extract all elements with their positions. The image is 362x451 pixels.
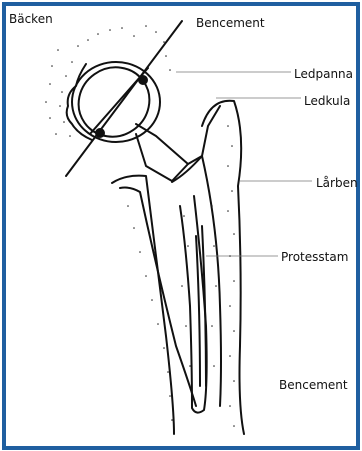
label-protesstam: Protesstam [281,250,348,264]
label-bencement-bottom: Bencement [279,378,348,392]
label-larben: Lårben [316,176,358,190]
femur-canal-left [120,188,196,407]
femur-outline-left [112,176,174,434]
prosthesis-stem-inner [202,226,206,386]
label-ledpanna: Ledpanna [294,67,353,81]
label-ledkula: Ledkula [304,94,350,108]
head-marker-2 [96,129,104,137]
head-marker-1 [139,76,147,84]
pelvis-outline [66,21,182,176]
femur-canal-right [172,156,221,406]
prosthesis-stem-inner-2 [196,236,200,386]
label-bencement-top: Bencement [196,16,265,30]
label-backen: Bäcken [9,12,53,26]
femur-outline [202,101,244,434]
